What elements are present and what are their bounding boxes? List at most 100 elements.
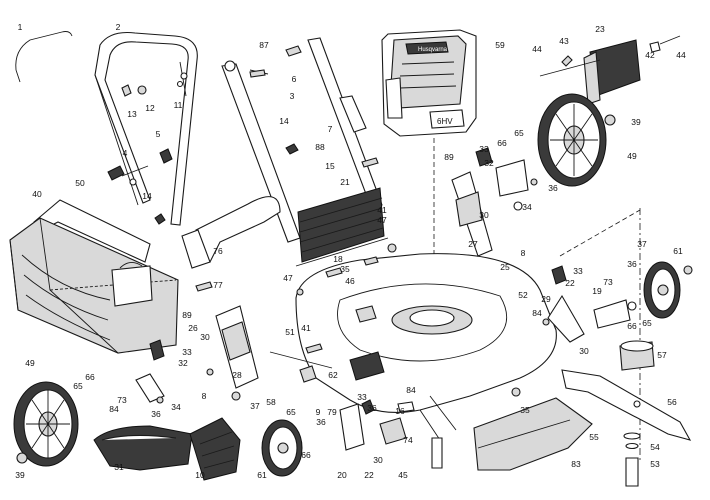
part-label-89: 89 [182, 310, 192, 320]
part-label-37: 37 [637, 239, 647, 249]
part-label-3: 3 [290, 91, 295, 101]
part-label-55: 55 [589, 432, 599, 442]
part-label-36: 36 [367, 403, 377, 413]
part-label-73: 73 [117, 395, 127, 405]
front-wheel-right [643, 261, 693, 319]
rear-wheel-right [537, 93, 616, 187]
part-label-4: 4 [123, 148, 128, 158]
front-wheel-left [261, 419, 303, 477]
mulch-plug-10 [189, 417, 241, 481]
grass-bag [9, 199, 179, 354]
part-label-77: 77 [213, 280, 223, 290]
engine [381, 29, 477, 137]
part-label-59: 59 [495, 40, 505, 50]
height-adjuster-front [542, 265, 637, 343]
upper-handle [15, 31, 198, 226]
part-label-36: 36 [316, 417, 326, 427]
blade-56 [561, 369, 692, 441]
part-label-41: 41 [377, 205, 387, 215]
part-label-40: 40 [32, 189, 42, 199]
part-label-5: 5 [156, 129, 161, 139]
part-label-57: 57 [657, 350, 667, 360]
lower-handle-left [221, 45, 302, 243]
part-label-73: 73 [603, 277, 613, 287]
part-label-33: 33 [182, 347, 192, 357]
part-label-76: 76 [213, 246, 223, 256]
part-label-7: 7 [328, 124, 333, 134]
part-label-33: 33 [573, 266, 583, 276]
part-label-14: 14 [142, 191, 152, 201]
engine-brand-label: Husqvarna [418, 47, 448, 53]
blade-bolt [623, 432, 641, 487]
part-label-87: 87 [259, 40, 269, 50]
part-label-30: 30 [479, 210, 489, 220]
part-label-65: 65 [286, 407, 296, 417]
part-label-32: 32 [484, 158, 494, 168]
part-label-43: 43 [559, 36, 569, 46]
part-label-47: 47 [377, 215, 387, 225]
part-label-21: 21 [340, 177, 350, 187]
part-label-6: 6 [292, 74, 297, 84]
lower-handle-right [307, 37, 383, 211]
part-label-45: 45 [398, 470, 408, 480]
part-label-84: 84 [406, 385, 416, 395]
part-label-20: 20 [337, 470, 347, 480]
part-label-53: 53 [650, 459, 660, 469]
part-label-25: 25 [500, 262, 510, 272]
part-label-62: 62 [328, 370, 338, 380]
part-label-10: 10 [195, 470, 205, 480]
part-label-50: 50 [75, 178, 85, 188]
part-label-51: 51 [285, 327, 295, 337]
blade-adapter-57 [619, 340, 655, 371]
front-adjuster-assembly [339, 387, 521, 469]
part-label-49: 49 [627, 151, 637, 161]
height-adjuster-rear [451, 147, 538, 257]
part-label-58: 58 [266, 397, 276, 407]
part-label-34: 34 [522, 202, 532, 212]
part-label-65: 65 [642, 318, 652, 328]
part-label-33: 33 [357, 392, 367, 402]
part-label-56: 56 [667, 397, 677, 407]
part-label-11: 11 [174, 100, 183, 110]
part-label-37: 37 [250, 401, 260, 411]
rear-wheel-left [13, 381, 79, 467]
engine-badge: Husqvarna 6HV [418, 47, 453, 126]
part-label-18: 18 [333, 254, 343, 264]
part-label-26: 26 [188, 323, 198, 333]
wheel-axis-line [559, 209, 641, 257]
part-label-61: 61 [257, 470, 267, 480]
part-label-1: 1 [18, 22, 23, 32]
part-label-52: 52 [518, 290, 528, 300]
part-label-33: 33 [479, 144, 489, 154]
part-label-44: 44 [676, 50, 686, 60]
part-label-47: 47 [283, 273, 293, 283]
part-label-9: 9 [316, 407, 321, 417]
part-label-88: 88 [315, 142, 325, 152]
part-label-66: 66 [85, 372, 95, 382]
part-label-22: 22 [364, 470, 374, 480]
part-label-44: 44 [532, 44, 542, 54]
part-label-30: 30 [579, 346, 589, 356]
part-label-36: 36 [548, 183, 558, 193]
part-label-84: 84 [109, 404, 119, 414]
part-label-12: 12 [145, 103, 155, 113]
part-label-65: 65 [73, 381, 83, 391]
part-label-30: 30 [373, 455, 383, 465]
part-label-31: 31 [114, 462, 124, 472]
part-label-66: 66 [627, 321, 637, 331]
part-label-66: 66 [301, 450, 311, 460]
side-discharge-31 [93, 425, 193, 471]
part-label-35: 35 [520, 405, 530, 415]
part-label-29: 29 [541, 294, 551, 304]
part-label-89: 89 [444, 152, 454, 162]
part-label-39: 39 [15, 470, 25, 480]
part-label-42: 42 [645, 50, 655, 60]
engine-cc-label: 6HV [437, 117, 453, 126]
part-label-34: 34 [171, 402, 181, 412]
part-label-15: 15 [325, 161, 335, 171]
part-label-74: 74 [403, 435, 413, 445]
part-label-13: 13 [127, 109, 137, 119]
part-label-14: 14 [279, 116, 289, 126]
